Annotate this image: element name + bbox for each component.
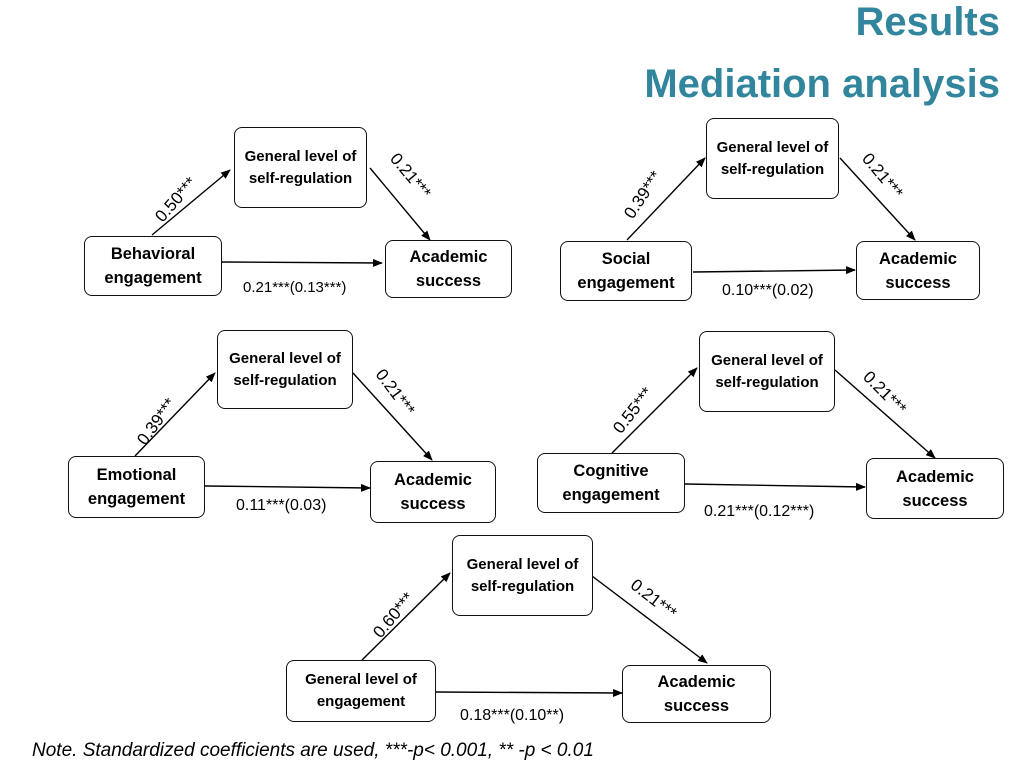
predictor-box-1: Behavioral engagement	[84, 236, 222, 296]
arrow-b-4	[834, 369, 936, 459]
footnote: Note. Standardized coefficients are used…	[32, 740, 594, 761]
mediator-box-2: General level of self-regulation	[706, 118, 839, 199]
path-c-label-2: 0.10***(0.02)	[722, 282, 814, 299]
outcome-box-5: Academic success	[622, 665, 771, 723]
mediator-box-4: General level of self-regulation	[699, 331, 835, 412]
path-c-label-5: 0.18***(0.10**)	[460, 707, 565, 724]
arrow-b-3	[352, 372, 433, 461]
outcome-box-1: Academic success	[385, 240, 512, 298]
slide-title: Results	[855, 0, 1001, 44]
outcome-box-3: Academic success	[370, 461, 496, 523]
mediator-box-3: General level of self-regulation	[217, 330, 353, 409]
arrow-a-4	[611, 367, 698, 454]
arrow-b-2	[839, 157, 916, 241]
arrow-a-5	[361, 572, 451, 661]
arrow-b-5	[591, 575, 708, 664]
path-c-label-3: 0.11***(0.03)	[236, 497, 327, 514]
arrow-a-3	[134, 372, 216, 457]
arrow-c-5	[435, 688, 623, 697]
path-c-label-1: 0.21***(0.13***)	[243, 279, 347, 296]
predictor-box-3: Emotional engagement	[68, 456, 205, 518]
mediator-box-5: General level of self-regulation	[452, 535, 593, 616]
predictor-box-2: Social engagement	[560, 241, 692, 301]
arrow-a-1	[151, 169, 231, 236]
arrow-b-1	[369, 167, 431, 241]
arrow-c-3	[204, 483, 371, 492]
arrow-c-1	[221, 258, 383, 267]
slide-subtitle: Mediation analysis	[644, 62, 1000, 106]
outcome-box-2: Academic success	[856, 241, 980, 300]
arrow-a-2	[626, 157, 706, 241]
predictor-box-5: General level of engagement	[286, 660, 436, 722]
arrow-c-2	[692, 266, 856, 275]
predictor-box-4: Cognitive engagement	[537, 453, 685, 513]
mediator-box-1: General level of self-regulation	[234, 127, 367, 208]
path-c-label-4: 0.21***(0.12***)	[704, 503, 815, 520]
outcome-box-4: Academic success	[866, 458, 1004, 519]
arrow-c-4	[684, 482, 866, 491]
